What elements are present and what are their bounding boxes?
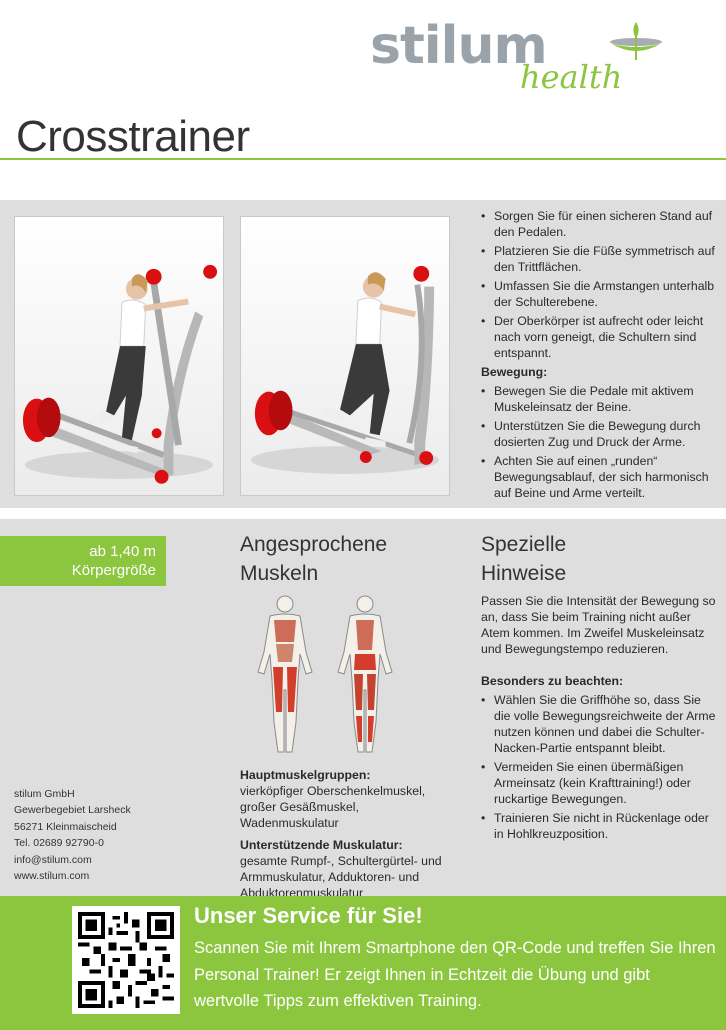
height-badge-line2: Körpergröße [71,562,156,579]
primary-muscles-text: vierköpfiger Oberschenkelmuskel, großer … [240,784,426,830]
brand-logo: stilum health [370,14,670,104]
height-badge-line1: ab 1,40 m [89,543,156,560]
movement-heading: Bewegung: [481,365,548,379]
support-muscles-label: Unterstützende Muskulatur: [240,838,403,852]
list-item: Umfassen Sie die Armstangen unterhalb de… [481,278,716,310]
instructions-column: Sorgen Sie für einen sicheren Stand auf … [481,208,716,504]
support-muscles-text: gesamte Rumpf-, Schultergürtel- und Armm… [240,854,442,900]
crosstrainer-start-illustration [22,264,218,484]
list-item: Platzieren Sie die Füße symmetrisch auf … [481,243,716,275]
crosstrainer-movement-illustration [250,265,440,474]
notes-heading-line2: Hinweise [481,562,567,585]
brand-sub: health [520,58,623,96]
list-item: Sorgen Sie für einen sicheren Stand auf … [481,208,716,240]
movement-list: Bewegen Sie die Pedale mit aktivem Muske… [481,383,716,501]
notes-column: Spezielle Hinweise Passen Sie die Intens… [481,530,716,845]
list-item: Unterstützen Sie die Bewegung durch dosi… [481,418,716,450]
qr-code-icon [78,912,174,1008]
qr-code[interactable] [72,906,180,1014]
contact-company: stilum GmbH [14,788,75,800]
title-divider [0,158,726,160]
notes-heading-line1: Spezielle [481,533,567,556]
list-item: Achten Sie auf einen „runden“ Bewegungsa… [481,453,716,501]
primary-muscles-label: Hauptmuskelgruppen: [240,768,371,782]
service-text: Scannen Sie mit Ihrem Smartphone den QR-… [194,939,716,1010]
list-item: Wählen Sie die Griffhöhe so, dass Sie di… [481,692,716,756]
leaf-icon [610,22,662,60]
notes-intro: Passen Sie die Intensität der Bewegung s… [481,594,716,656]
service-title: Unser Service für Sie! [194,903,423,928]
contact-web[interactable]: www.stilum.com [14,870,90,883]
special-notes-heading: Besonders zu beachten: [481,674,624,688]
contact-street: Gewerbegebiet Larsheck [14,804,131,817]
list-item: Trainieren Sie nicht in Rückenlage oder … [481,810,716,842]
crosstrainer-photo-movement [240,216,450,496]
start-position-list: Sorgen Sie für einen sicheren Stand auf … [481,208,716,361]
special-notes-list: Wählen Sie die Griffhöhe so, dass Sie di… [481,692,716,842]
contact-block: stilum GmbH Gewerbegebiet Larsheck 56271… [14,786,214,884]
muscles-heading-line1: Angesprochene [240,533,388,556]
band-separator [0,508,726,519]
contact-email[interactable]: info@stilum.com [14,853,92,866]
list-item: Vermeiden Sie einen übermäßigen Armeinsa… [481,759,716,807]
page-title: Crosstrainer [16,112,250,161]
muscles-column: Angesprochene Muskeln Hauptmuskelgruppen… [240,530,450,901]
list-item: Der Oberkörper ist aufrecht oder leicht … [481,313,716,361]
contact-phone: Tel. 02689 92790-0 [14,837,104,850]
muscle-anatomy-illustration [257,595,393,753]
height-badge: ab 1,40 m Körpergröße [0,536,166,586]
brand-name: stilum [370,16,548,76]
list-item: Bewegen Sie die Pedale mit aktivem Muske… [481,383,716,415]
crosstrainer-photo-start [14,216,224,496]
contact-city: 56271 Kleinmaischeid [14,820,117,833]
muscles-heading-line2: Muskeln [240,562,319,585]
